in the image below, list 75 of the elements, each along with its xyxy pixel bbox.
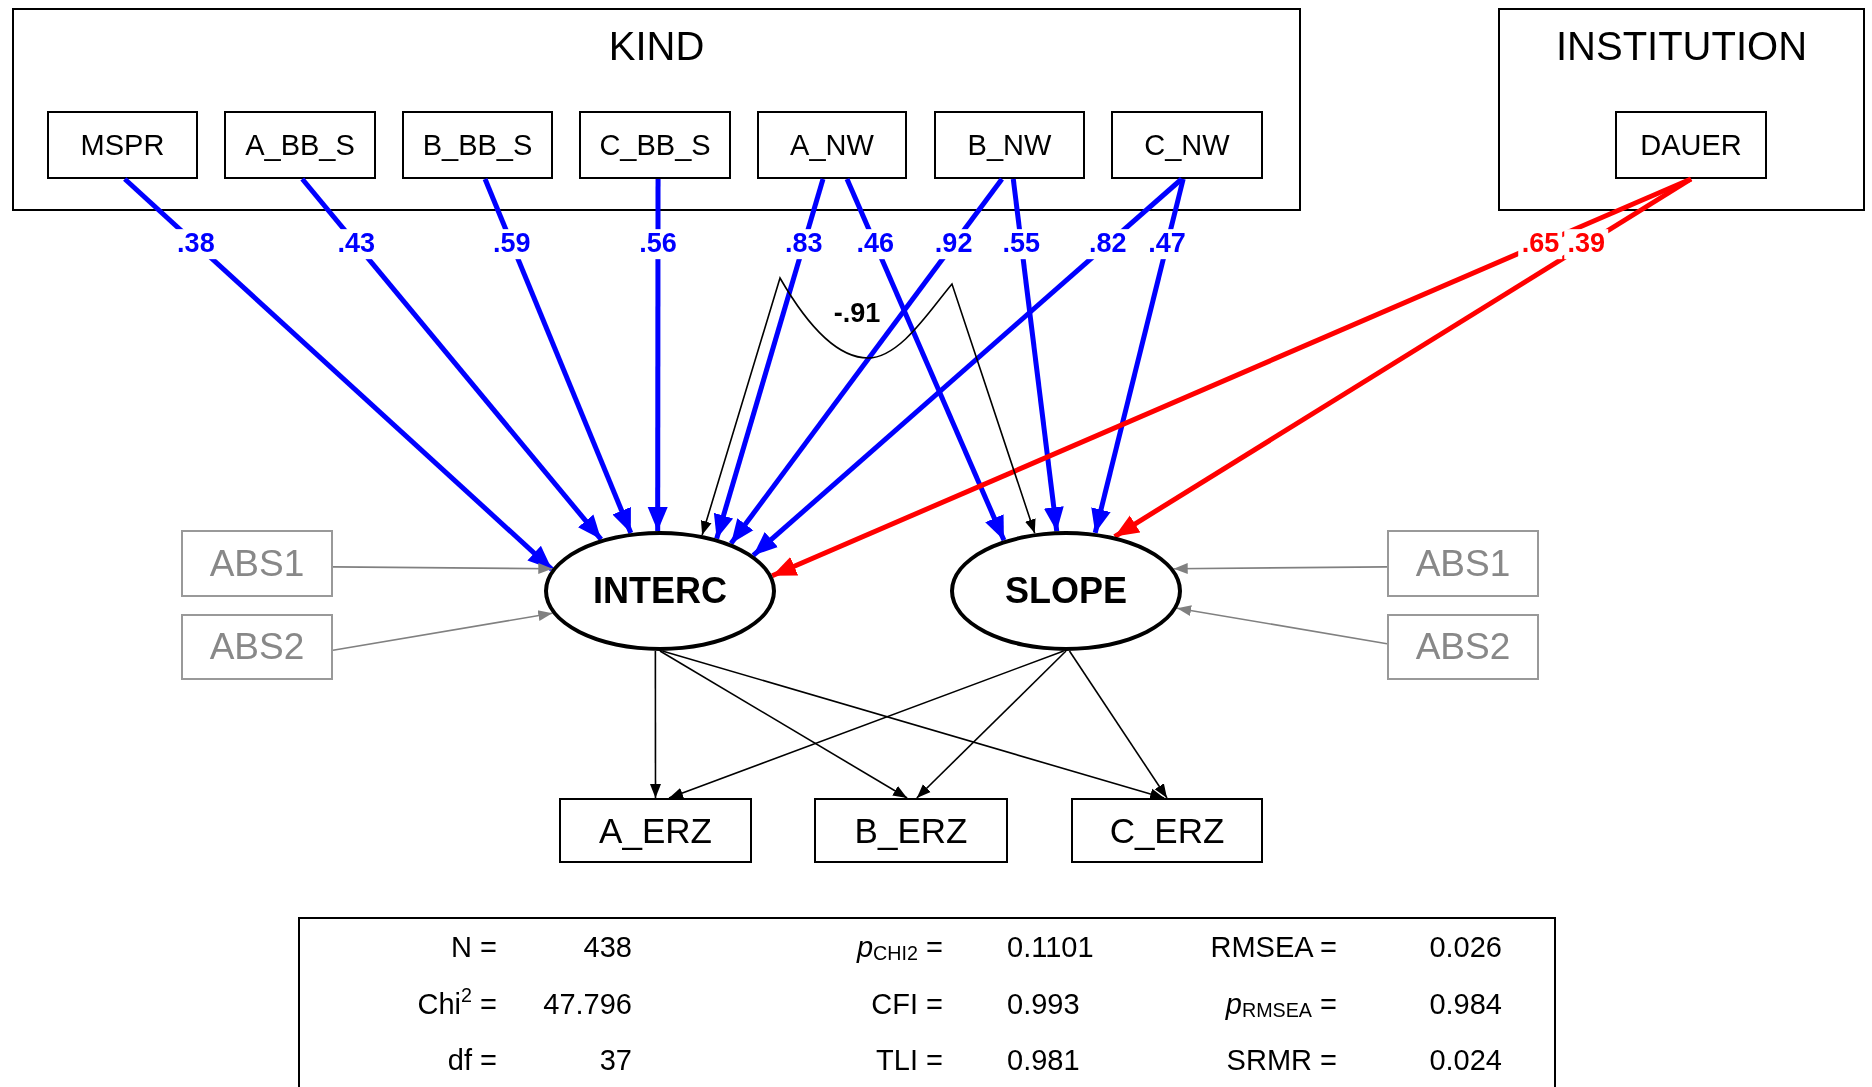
variable-label: C_ERZ [1109,810,1225,851]
fit-statistic: 0.984 [1429,990,1502,1019]
fit-statistic: p$_{RMSEA}$ = [1225,990,1337,1021]
variable-label: A_NW [790,128,874,162]
path-arrow [713,178,826,540]
edge-label: .65 [1518,229,1563,259]
variable-box [1387,530,1539,597]
path-arrow [751,177,1184,558]
path-arrow [916,650,1067,799]
fit-statistic: CFI = [871,990,943,1019]
variable-label: C_NW [1144,128,1230,162]
edge-label: -.91 [832,299,882,329]
variable-label: ABS2 [209,626,305,668]
variable-box [47,111,198,179]
fit-statistic: TLI = [876,1046,943,1075]
fit-statistic: RMSEA = [1210,933,1337,962]
group-frame [1498,8,1865,211]
variable-box [181,614,333,680]
group-title: KIND [607,24,706,69]
path-arrow [729,177,1004,546]
latent-label: INTERC [593,570,727,612]
fit-statistics-panel [298,917,1556,1087]
variable-label: DAUER [1640,128,1742,162]
fit-statistic: N = [451,933,497,962]
variable-label: B_ERZ [854,810,968,851]
path-arrow [482,178,634,534]
variable-box [559,798,752,863]
fit-statistic: 0.024 [1429,1046,1502,1075]
path-arrow [844,178,1007,542]
path-arrow [1068,650,1168,799]
edge-label: .38 [174,229,218,259]
path-arrow [650,650,661,799]
variable-box [181,530,333,597]
path-arrow [647,179,668,531]
variable-label: MSPR [80,128,165,162]
variable-label: ABS1 [209,542,305,585]
group-frame [12,8,1301,211]
fit-statistic: Chi$^{2}$ = [417,990,497,1019]
path-arrow [659,650,908,799]
variable-box [1615,111,1767,179]
fit-statistic: 0.1101 [1007,933,1094,962]
variable-label: C_BB_S [599,128,711,162]
variable-label: ABS1 [1415,542,1511,585]
variable-label: A_BB_S [245,128,355,162]
variable-box [402,111,553,179]
fit-statistic: 438 [583,933,632,962]
edge-label: .39 [1564,229,1608,259]
fit-statistic: 0.993 [1007,990,1080,1019]
fit-statistic: df = [447,1046,497,1075]
path-arrow [1091,178,1186,534]
variable-box [1071,798,1263,863]
variable-box [934,111,1085,179]
variable-label: ABS2 [1415,626,1511,668]
path-arrow [1010,178,1064,532]
variable-box [579,111,731,179]
fit-statistic: p$_{CHI2}$ = [856,933,943,964]
fit-statistic: 37 [599,1046,632,1075]
path-arrow [668,650,1065,799]
path-arrow [661,650,1165,800]
variable-box [224,111,376,179]
variable-box [1111,111,1263,179]
fit-statistic: 0.026 [1429,933,1502,962]
fit-statistic: 47.796 [543,990,632,1019]
group-title: INSTITUTION [1554,24,1809,69]
variable-box [814,798,1008,863]
latent-label: SLOPE [1005,570,1127,612]
fit-statistic: SRMR = [1226,1046,1337,1075]
variable-label: A_ERZ [599,810,712,851]
variable-label: B_NW [967,128,1052,162]
edge-label: .82 [1085,229,1130,259]
variable-box [757,111,907,179]
path-arrow [300,177,603,541]
variable-label: B_BB_S [422,128,533,162]
fit-statistic: 0.981 [1007,1046,1080,1075]
variable-box [1387,614,1539,680]
